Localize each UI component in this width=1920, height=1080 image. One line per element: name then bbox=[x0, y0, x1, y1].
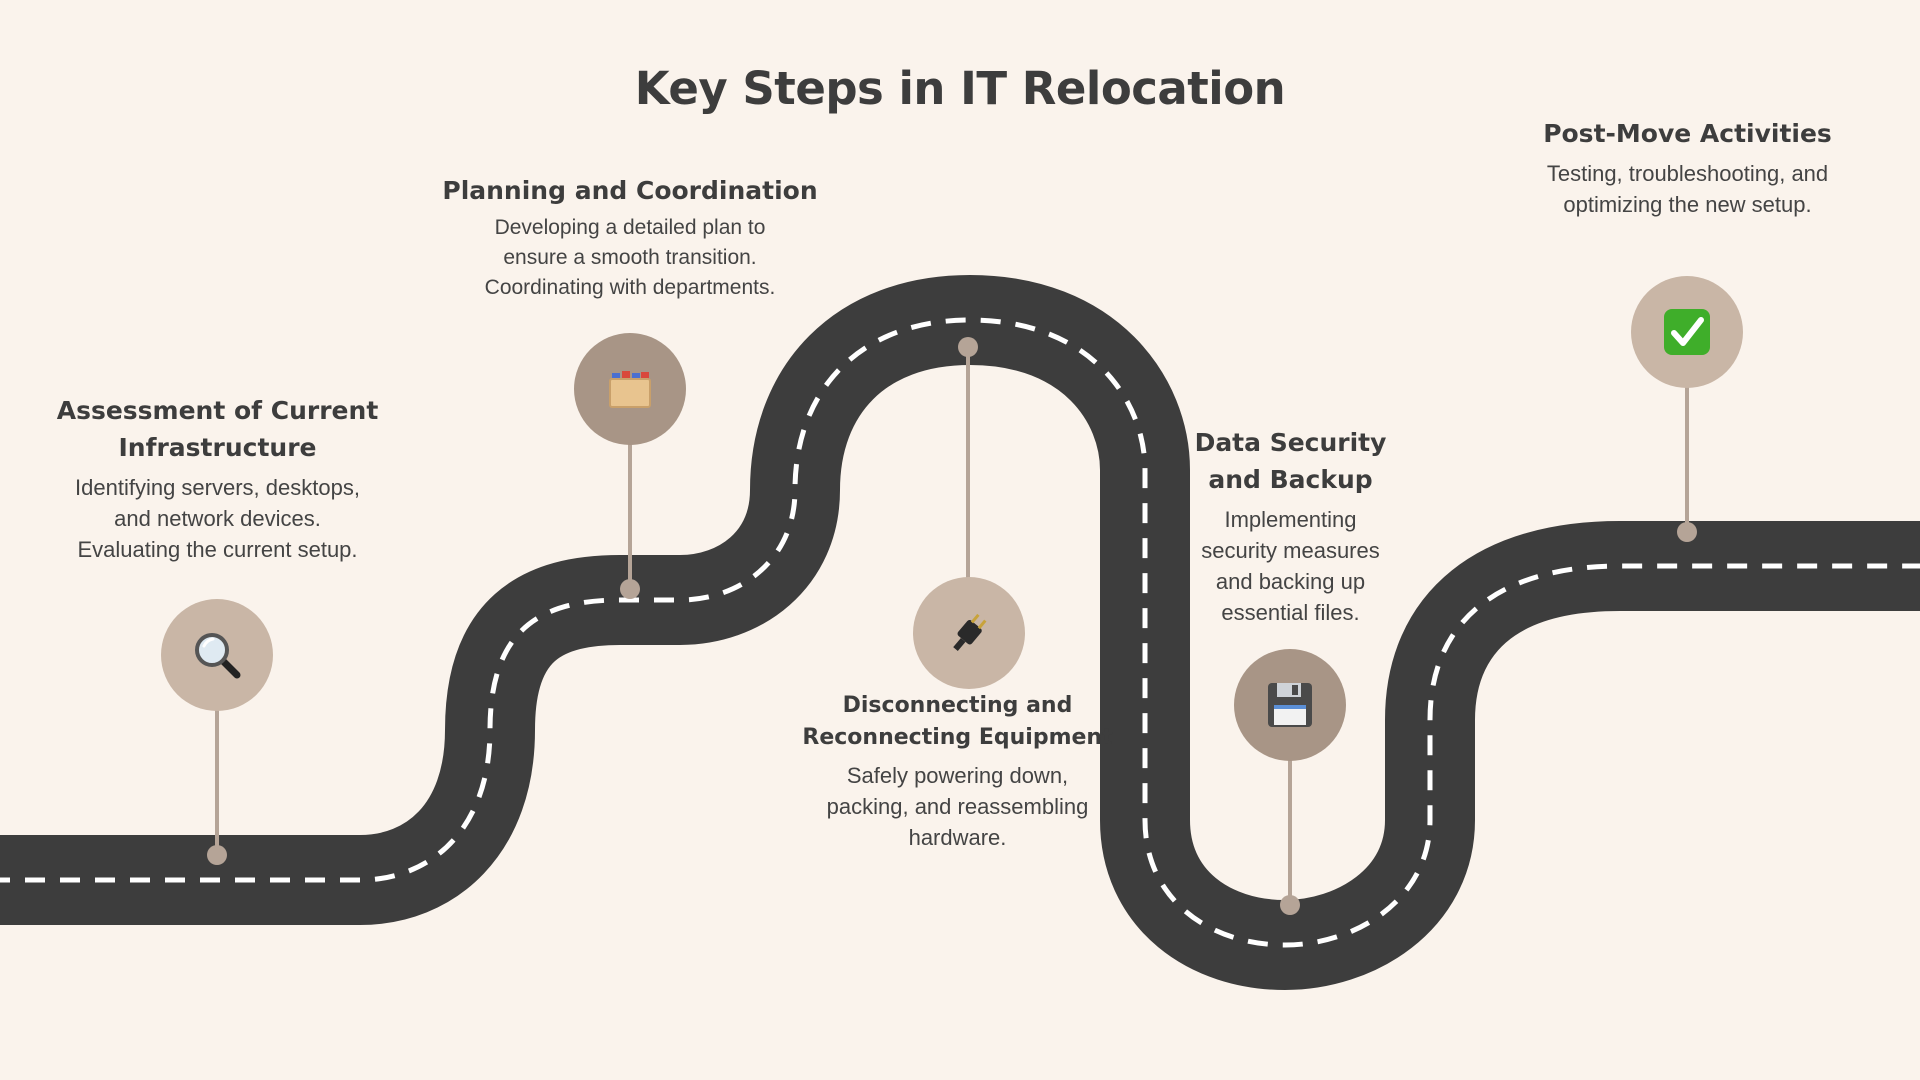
step-desc-line: Identifying servers, desktops, bbox=[75, 475, 360, 500]
connector-dot-4 bbox=[1280, 895, 1300, 915]
step-title-line: Assessment of Current bbox=[56, 396, 379, 425]
step-desc-line: hardware. bbox=[908, 825, 1007, 850]
step-title: Post-Move Activities bbox=[1543, 119, 1832, 148]
step-icon-circle-data-security bbox=[1234, 649, 1346, 761]
step-title: Planning and Coordination bbox=[442, 176, 818, 205]
step-icon-circle-post-move bbox=[1631, 276, 1743, 388]
connector-dot-1 bbox=[207, 845, 227, 865]
step-desc-line: Safely powering down, bbox=[846, 763, 1069, 788]
check-mark-button-icon bbox=[1664, 309, 1710, 355]
connector-dot-2 bbox=[620, 579, 640, 599]
magnifying-glass-icon bbox=[195, 633, 241, 679]
step-desc-line: optimizing the new setup. bbox=[1563, 192, 1812, 217]
step-title-line: Data Security bbox=[1194, 428, 1387, 457]
connector-dot-3 bbox=[958, 337, 978, 357]
step-data-security: Data Security and Backup Implementing se… bbox=[1178, 424, 1403, 628]
card-file-box-icon bbox=[609, 371, 651, 408]
road-center-dashes bbox=[0, 317, 1920, 948]
page-title: Key Steps in IT Relocation bbox=[634, 62, 1286, 115]
step-desc-line: Testing, troubleshooting, and bbox=[1546, 161, 1829, 186]
step-assessment: Assessment of Current Infrastructure Ide… bbox=[30, 392, 405, 565]
step-desc-line: and backing up bbox=[1215, 569, 1366, 594]
step-icon-circle-equipment bbox=[913, 577, 1025, 689]
step-icon-circle-planning bbox=[574, 333, 686, 445]
step-title-line: Infrastructure bbox=[118, 433, 317, 462]
step-title-line: and Backup bbox=[1208, 465, 1373, 494]
step-desc-line: Evaluating the current setup. bbox=[77, 537, 358, 562]
floppy-disk-icon bbox=[1268, 683, 1312, 727]
step-icon-circle-assessment bbox=[161, 599, 273, 711]
step-planning: Planning and Coordination Developing a d… bbox=[440, 172, 820, 303]
connector-dot-5 bbox=[1677, 522, 1697, 542]
step-desc-line: Developing a detailed plan to bbox=[494, 216, 766, 239]
step-desc-line: security measures bbox=[1201, 538, 1380, 563]
step-equipment: Disconnecting and Reconnecting Equipment… bbox=[800, 690, 1115, 853]
step-title-line: Reconnecting Equipment bbox=[802, 725, 1113, 750]
step-desc-line: packing, and reassembling bbox=[826, 794, 1089, 819]
step-desc-line: and network devices. bbox=[114, 506, 321, 531]
step-title-line: Disconnecting and bbox=[842, 693, 1073, 718]
step-desc-line: Implementing bbox=[1224, 507, 1357, 532]
step-desc-line: Coordinating with departments. bbox=[484, 276, 776, 299]
step-post-move: Post-Move Activities Testing, troublesho… bbox=[1515, 115, 1860, 220]
step-desc-line: ensure a smooth transition. bbox=[503, 246, 757, 269]
electric-plug-icon bbox=[953, 613, 987, 652]
step-desc-line: essential files. bbox=[1221, 600, 1360, 625]
